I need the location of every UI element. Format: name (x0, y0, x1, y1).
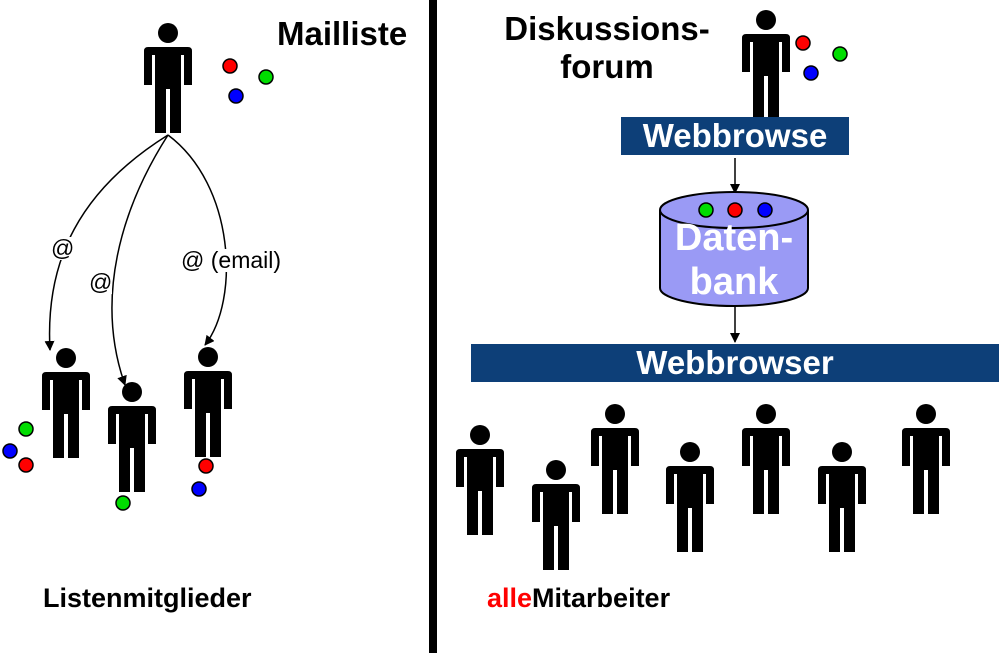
person-icon (902, 404, 950, 514)
person-icon (666, 442, 714, 552)
data-dot-icon (18, 421, 34, 437)
data-dot-icon (727, 202, 743, 218)
person-icon (144, 23, 192, 133)
forum-title-line2: forum (560, 48, 654, 85)
database-label-line1: Daten- (674, 217, 794, 259)
data-dot-icon (115, 495, 131, 511)
database-label-line2: bank (689, 261, 779, 303)
all-employees-label: alleMitarbeiter (487, 585, 670, 612)
arrow-label-3: @ (email) (181, 247, 282, 273)
data-dot-icon (795, 35, 811, 51)
employees-text: Mitarbeiter (532, 583, 671, 613)
arrow-to-member-2 (111, 134, 169, 386)
forum-title-line1: Diskussions- (504, 10, 710, 47)
person-icon (532, 460, 580, 570)
data-dot-icon (191, 481, 207, 497)
database-label: Daten- bank (660, 216, 808, 304)
data-dot-icon (222, 58, 238, 74)
person-icon (818, 442, 866, 552)
arrow-to-member-1 (44, 134, 169, 351)
arrow-label-2: @ (89, 269, 113, 295)
all-highlight: alle (487, 583, 533, 613)
bottom-webbrowser-bar: Webbrowser (471, 344, 999, 382)
data-dot-icon (832, 46, 848, 62)
mailing-list-title: Mailliste (277, 15, 408, 52)
data-dot-icon (258, 69, 274, 85)
data-dot-icon (757, 202, 773, 218)
person-icon (742, 404, 790, 514)
data-dot-icon (803, 65, 819, 81)
forum-title: Diskussions- forum (482, 10, 732, 86)
person-icon (742, 10, 790, 120)
data-dot-icon (228, 88, 244, 104)
list-members-label: Listenmitglieder (43, 583, 252, 613)
data-dot-icon (2, 443, 18, 459)
person-icon (42, 348, 90, 458)
person-icon (591, 404, 639, 514)
data-dot-icon (698, 202, 714, 218)
person-icon (108, 382, 156, 492)
person-icon (184, 347, 232, 457)
arrow-label-1: @ (51, 235, 75, 261)
data-dot-icon (18, 457, 34, 473)
arrow-to-member-3 (167, 134, 228, 346)
top-webbrowser-bar: Webbrowse (621, 117, 849, 155)
person-icon (456, 425, 504, 535)
data-dot-icon (198, 458, 214, 474)
